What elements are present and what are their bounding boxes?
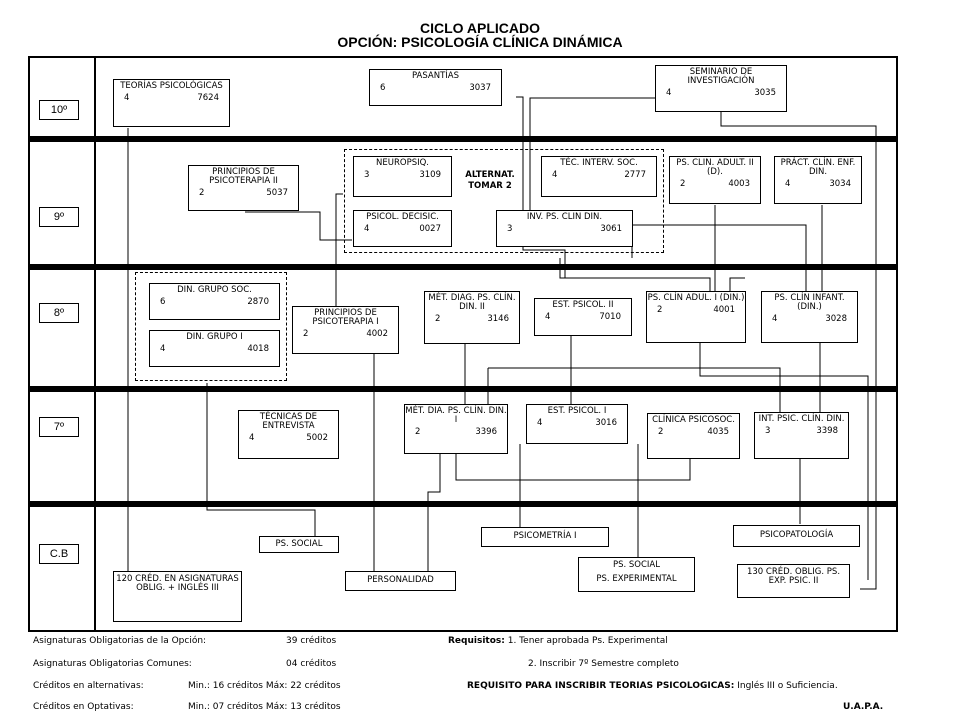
semester-divider	[28, 386, 898, 392]
course-ps-social: PS. SOCIAL	[259, 536, 339, 553]
footer-optativas-label: Créditos en Optativas:	[33, 702, 134, 712]
requirement-130-credits: 130 CRÉD. OBLIG. PS. EXP. PSIC. II	[737, 564, 850, 598]
course-psicopatologia: PSICOPATOLOGÍA	[733, 525, 860, 547]
footer-oblig-comunes-value: 04 créditos	[286, 659, 337, 669]
semester-label-cb: C.B	[39, 544, 79, 564]
page-subtitle: OPCIÓN: PSICOLOGÍA CLÍNICA DINÁMICA	[337, 34, 623, 50]
curriculum-frame	[28, 56, 898, 632]
semester-column-divider	[94, 57, 96, 631]
requirement-120-credits: 120 CRÉD. EN ASIGNATURAS OBLIG. + INGLÉS…	[113, 571, 242, 622]
course-ps-social-experimental: PS. SOCIAL PS. EXPERIMENTAL	[578, 557, 695, 592]
course-personalidad: PERSONALIDAD	[345, 571, 456, 591]
page-title: CICLO APLICADO	[419, 20, 541, 36]
footer-org: U.A.P.A.	[843, 702, 884, 712]
semester-divider	[28, 264, 898, 270]
course-psicometria: PSICOMETRÍA I	[481, 527, 609, 547]
footer-optativas-value: Min.: 07 créditos Máx: 13 créditos	[188, 702, 341, 712]
footer-oblig-opcion-value: 39 créditos	[286, 636, 337, 646]
footer-alternativas-value: Min.: 16 créditos Máx: 22 créditos	[188, 681, 341, 691]
semester-label-9: 9º	[39, 207, 79, 227]
alternatives-label: ALTERNAT. TOMAR 2	[465, 170, 515, 191]
footer-oblig-comunes-label: Asignaturas Obligatorias Comunes:	[33, 659, 192, 669]
semester-label-7: 7º	[39, 417, 79, 437]
semester-label-8: 8º	[39, 303, 79, 323]
footer-requisito-2: 2. Inscribir 7º Semestre completo	[528, 659, 679, 669]
semester-label-10: 10º	[39, 100, 79, 120]
footer-alternativas-label: Créditos en alternativas:	[33, 681, 144, 691]
footer-requisito-teorias: REQUISITO PARA INSCRIBIR TEORIAS PSICOLO…	[467, 681, 838, 691]
semester-divider	[28, 501, 898, 507]
din-grupo-alternatives-group	[135, 272, 287, 381]
footer-oblig-opcion-label: Asignaturas Obligatorias de la Opción:	[33, 636, 207, 646]
footer-requisitos: Requisitos: 1. Tener aprobada Ps. Experi…	[448, 636, 668, 646]
alternatives-group	[344, 149, 664, 253]
semester-divider	[28, 136, 898, 142]
